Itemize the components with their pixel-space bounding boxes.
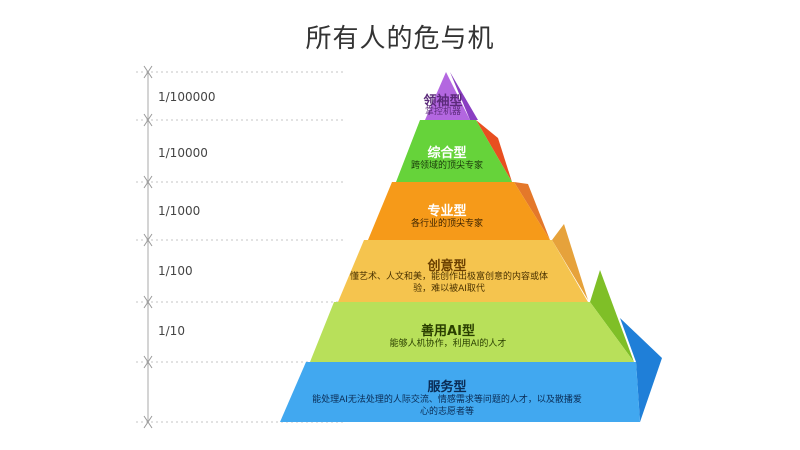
ratio-label: 1/10 (158, 324, 185, 338)
tier-description: 能够人机协作，利用AI的人才 (389, 339, 507, 349)
ratio-label: 1/1000 (158, 204, 201, 218)
arrow-down-icon (143, 355, 153, 363)
arrow-down-icon (143, 175, 153, 183)
tier-description: 跨领域的顶尖专家 (410, 161, 483, 171)
tier-description: 能处理AI无法处理的人际交流、情感需求等问题的人才，以及散播爱心的志愿者等 (312, 395, 582, 417)
tier-title: 领袖型 (423, 94, 463, 109)
tier-front-face (338, 240, 588, 302)
tier-title: 服务型 (427, 380, 467, 395)
tier-front-face (280, 362, 640, 422)
tier-front-face (396, 120, 512, 182)
tier-title: 创意型 (427, 259, 467, 274)
arrow-down-icon (143, 415, 153, 423)
ratio-label: 1/100 (158, 264, 193, 278)
tier-side-face (590, 270, 634, 362)
tier-description: 懂艺术、人文和美，能创作出极富创意的内容或体验，难以被AI取代 (349, 272, 548, 294)
tier-title: 综合型 (427, 146, 467, 161)
ratio-label: 1/10000 (158, 146, 208, 160)
tier-front-face (310, 302, 634, 362)
tier-side-face (620, 318, 662, 422)
tier-description: 各行业的顶尖专家 (410, 219, 483, 229)
tier-title: 专业型 (427, 204, 467, 219)
tier-front-face (368, 182, 550, 240)
arrow-down-icon (143, 295, 153, 303)
arrow-down-icon (143, 65, 153, 73)
tier-side-face (552, 224, 588, 300)
arrow-down-icon (143, 113, 153, 121)
ratio-label: 1/100000 (158, 90, 216, 104)
tier-front-face (425, 72, 470, 120)
arrow-down-icon (143, 233, 153, 241)
tier-title: 善用AI型 (421, 324, 475, 339)
tier-side-face (450, 72, 478, 120)
page-title: 所有人的危与机 (305, 24, 495, 54)
tier-description: 掌控机器 (424, 107, 461, 117)
